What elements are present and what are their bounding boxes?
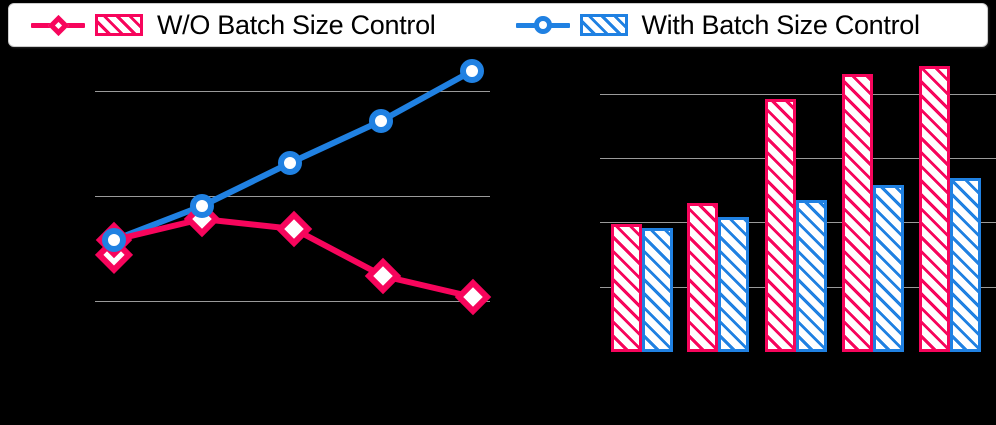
- legend-entry-with-batch-size-control[interactable]: With Batch Size Control: [514, 4, 920, 46]
- legend-label-with-batch-size-control: With Batch Size Control: [641, 9, 921, 40]
- line-chart-series-svg: [94, 59, 492, 316]
- bar-wo-batch-size-control-3: [765, 99, 796, 352]
- line-marker-wo-3: [275, 210, 313, 248]
- circle-marker-icon: [514, 10, 572, 40]
- line-chart-gridline-top: [95, 91, 490, 92]
- bar-chart-panel: [520, 0, 996, 425]
- line-chart-gridline-middle: [95, 196, 490, 197]
- line-marker-wo-4: [364, 257, 402, 295]
- line-marker-with-5: [460, 59, 484, 83]
- bar-with-batch-size-control-2: [718, 217, 749, 352]
- chart-legend: W/O Batch Size Control With Batch Size C…: [8, 3, 988, 47]
- bar-wo-batch-size-control-4: [842, 74, 873, 352]
- bar-with-batch-size-control-4: [873, 185, 904, 352]
- line-chart-gridline-bottom: [95, 301, 490, 302]
- bar-chart-gridline-1: [600, 94, 996, 95]
- bar-with-batch-size-control-1: [642, 228, 673, 352]
- line-marker-wo-5: [454, 278, 492, 316]
- bar-with-batch-size-control-5: [950, 178, 981, 352]
- hatched-patch-icon-blue: [579, 14, 628, 36]
- diamond-marker-icon: [29, 10, 87, 40]
- line-marker-with-1: [102, 228, 126, 252]
- legend-label-wo-batch-size-control: W/O Batch Size Control: [157, 9, 436, 40]
- line-marker-with-2: [190, 194, 214, 218]
- line-marker-with-3: [278, 151, 302, 175]
- bar-wo-batch-size-control-2: [687, 203, 718, 352]
- bar-wo-batch-size-control-5: [919, 66, 950, 352]
- hatched-patch-icon-pink: [95, 14, 143, 36]
- legend-entry-wo-batch-size-control[interactable]: W/O Batch Size Control: [29, 4, 436, 46]
- line-chart-panel: [94, 59, 492, 316]
- bar-wo-batch-size-control-1: [611, 224, 642, 352]
- line-marker-with-4: [369, 109, 393, 133]
- bar-chart-gridline-2: [600, 158, 996, 159]
- bar-with-batch-size-control-3: [796, 200, 827, 352]
